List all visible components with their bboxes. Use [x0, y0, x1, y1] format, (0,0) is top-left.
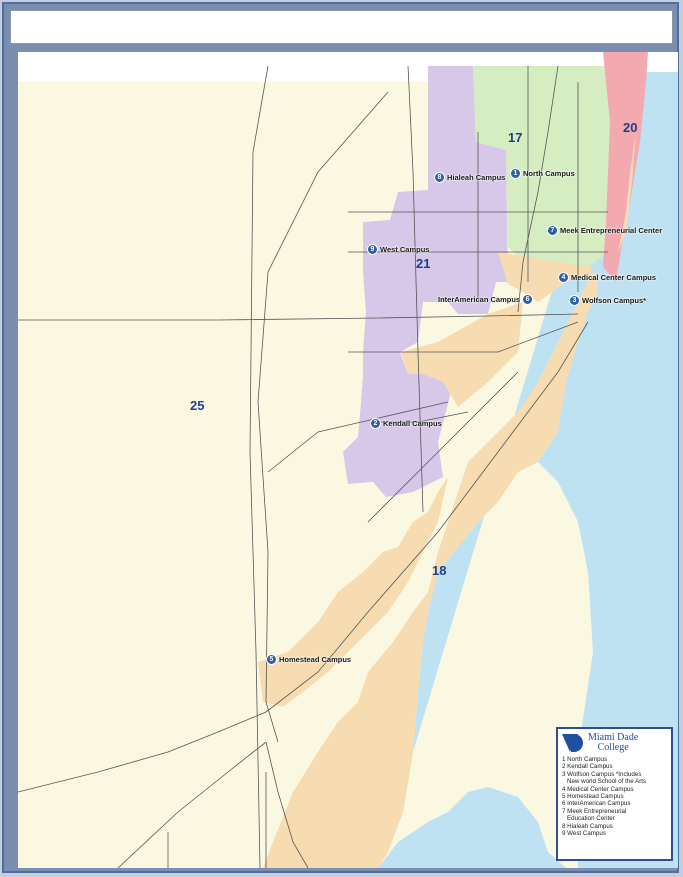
campus-label: Homestead Campus	[279, 655, 352, 664]
campus-marker-north[interactable]: 1 North Campus	[510, 168, 575, 179]
district-21-label: 21	[416, 256, 431, 271]
ocean-water	[378, 72, 678, 868]
district-17-label: 17	[508, 130, 523, 145]
campus-number-icon: 2	[370, 418, 381, 429]
district-18-label: 18	[432, 563, 447, 578]
district-17-area	[473, 66, 623, 267]
campus-number-icon: 3	[569, 295, 580, 306]
map-canvas	[18, 52, 678, 868]
campus-number-icon: 8	[434, 172, 445, 183]
campus-marker-wolfson[interactable]: 3 Wolfson Campus*	[569, 295, 646, 306]
campus-marker-interamerican[interactable]: InterAmerican Campus 6	[438, 294, 534, 305]
road-network	[18, 65, 608, 868]
campus-marker-west[interactable]: 9 West Campus	[367, 244, 429, 255]
college-logo-icon	[562, 734, 584, 752]
brand-line-1: Miami Dade	[588, 732, 639, 743]
college-logo: Miami Dade College	[562, 733, 667, 753]
campus-marker-medical[interactable]: 4 Medical Center Campus	[558, 272, 656, 283]
district-25-label: 25	[190, 398, 205, 413]
campus-marker-homestead[interactable]: 5 Homestead Campus	[266, 654, 351, 665]
campus-label: Medical Center Campus	[571, 273, 657, 282]
map-legend: Miami Dade College 1 North Campus 2 Kend…	[556, 727, 673, 861]
legend-item: 9 West Campus	[562, 830, 606, 838]
legend-item: New world School of the Arts	[567, 778, 647, 786]
campus-label: West Campus	[380, 245, 430, 254]
campus-number-icon: 7	[547, 225, 558, 236]
campus-label: North Campus	[523, 169, 575, 178]
legend-item: 7 Meek Entrepreneurial	[562, 807, 627, 815]
legend-item: 6 InterAmerican Campus	[562, 800, 631, 808]
campus-label: InterAmerican Campus	[438, 295, 521, 304]
district-21-area	[343, 66, 508, 497]
legend-item: 3 Wolfson Campus *Includes	[562, 770, 642, 778]
legend-item: 2 Kendall Campus	[562, 763, 613, 771]
campus-number-icon: 1	[510, 168, 521, 179]
legend-list: 1 North Campus 2 Kendall Campus 3 Wolfso…	[562, 756, 667, 837]
campus-label: Wolfson Campus*	[582, 296, 647, 305]
campus-marker-meek[interactable]: 7 Meek Entrepreneurial Center	[547, 225, 662, 236]
legend-item: 4 Medical Center Campus	[562, 785, 634, 793]
district-18-area	[263, 252, 598, 868]
campus-number-icon: 6	[522, 294, 534, 305]
district-20-label: 20	[623, 120, 638, 135]
legend-item: Education Center	[567, 815, 615, 823]
district-map: 17 20 21 25 18 1 North Campus 8 Hialeah …	[18, 52, 678, 868]
campus-label: Meek Entrepreneurial Center	[560, 226, 663, 235]
title-bar	[10, 10, 673, 44]
campus-label: Hialeah Campus	[447, 173, 506, 182]
campus-label: Kendall Campus	[383, 419, 442, 428]
campus-number-icon: 9	[367, 244, 378, 255]
legend-item: 5 Homestead Campus	[562, 793, 624, 801]
campus-marker-kendall[interactable]: 2 Kendall Campus	[370, 418, 442, 429]
legend-item: 1 North Campus	[562, 756, 608, 763]
district-20-area	[603, 52, 648, 282]
campus-number-icon: 5	[266, 654, 277, 665]
brand-line-2: College	[597, 742, 629, 753]
legend-item: 8 Hialeah Campus	[562, 822, 613, 830]
campus-number-icon: 4	[558, 272, 569, 283]
campus-marker-hialeah[interactable]: 8 Hialeah Campus	[434, 172, 505, 183]
